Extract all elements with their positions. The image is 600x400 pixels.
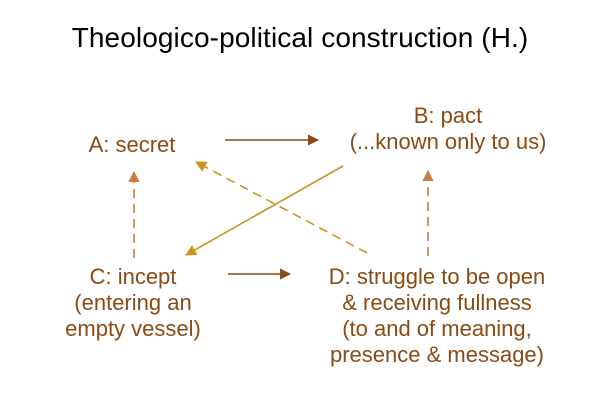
diagram-title: Theologico-political construction (H.) [71,22,529,53]
node-d-line-1: D: struggle to be open [328,264,546,289]
node-b-line-1: B: pact [413,103,483,128]
node-b-line-2: (...known only to us) [349,129,547,154]
node-a-line-1: A: secret [88,132,176,157]
node-d-line-4: presence & message) [330,342,544,367]
node-b-pact: B: pact (...known only to us) [318,103,578,155]
node-c-line-2: (entering an [74,290,192,315]
node-a-secret: A: secret [52,132,212,158]
edge-d-to-a [195,161,368,254]
node-c-incept: C: incept (entering an empty vessel) [38,264,228,342]
node-d-line-3: (to and of meaning, [342,316,532,341]
edge-b-to-c [185,165,344,256]
node-d-struggle: D: struggle to be open & receiving fulln… [288,264,586,368]
node-d-line-2: & receiving fullness [342,290,532,315]
node-c-line-3: empty vessel) [65,316,201,341]
node-c-line-1: C: incept [89,264,177,289]
